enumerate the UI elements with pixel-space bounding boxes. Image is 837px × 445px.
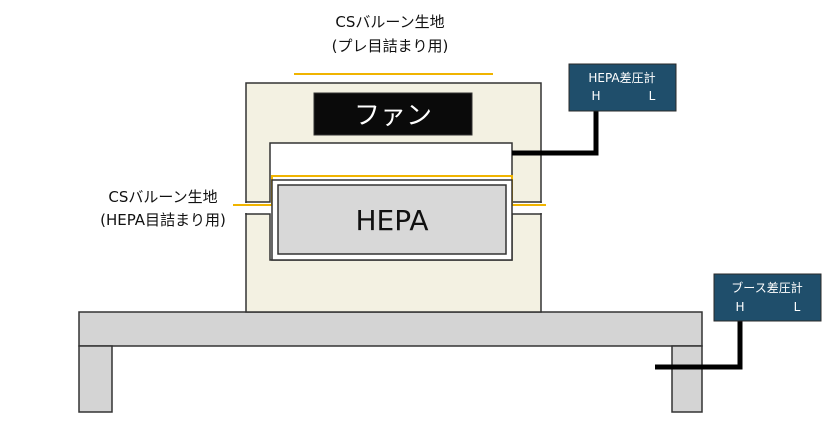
table-leg-left	[78, 345, 113, 413]
hepa-core	[277, 184, 507, 255]
hepa-filter: HEPA	[271, 179, 513, 261]
booth-gauge: ブース差圧計 H L	[713, 273, 822, 322]
booth-gauge-low: L	[794, 300, 801, 314]
hepa-gauge-title: HEPA差圧計	[588, 70, 655, 85]
hepa-gauge-low: L	[649, 89, 656, 103]
hepa-label: HEPA	[356, 204, 429, 237]
pre-balloon-label-line2: (プレ目詰まり用)	[332, 37, 449, 55]
booth-gauge-title: ブース差圧計	[731, 280, 802, 295]
table	[78, 311, 703, 413]
hepa-gauge: HEPA差圧計 H L	[568, 63, 677, 112]
fan-box	[313, 92, 473, 136]
hepa-balloon-label-line1: CSバルーン生地	[108, 188, 217, 206]
hepa-gauge-tube	[512, 111, 599, 156]
booth-gauge-box	[713, 273, 822, 322]
booth-gauge-tube	[655, 321, 743, 370]
table-leg-right	[671, 345, 703, 413]
hepa-gauge-high: H	[591, 89, 600, 103]
hepa-balloon-label-line2: (HEPA目詰まり用)	[100, 211, 226, 229]
hepa-balloon-line	[233, 175, 546, 206]
pre-balloon-label-line1: CSバルーン生地	[335, 13, 444, 31]
booth-gauge-high: H	[735, 300, 744, 314]
fan: ファン	[313, 92, 473, 136]
table-top	[78, 311, 703, 347]
hepa-gauge-box	[568, 63, 677, 112]
fan-label: ファン	[354, 101, 432, 131]
